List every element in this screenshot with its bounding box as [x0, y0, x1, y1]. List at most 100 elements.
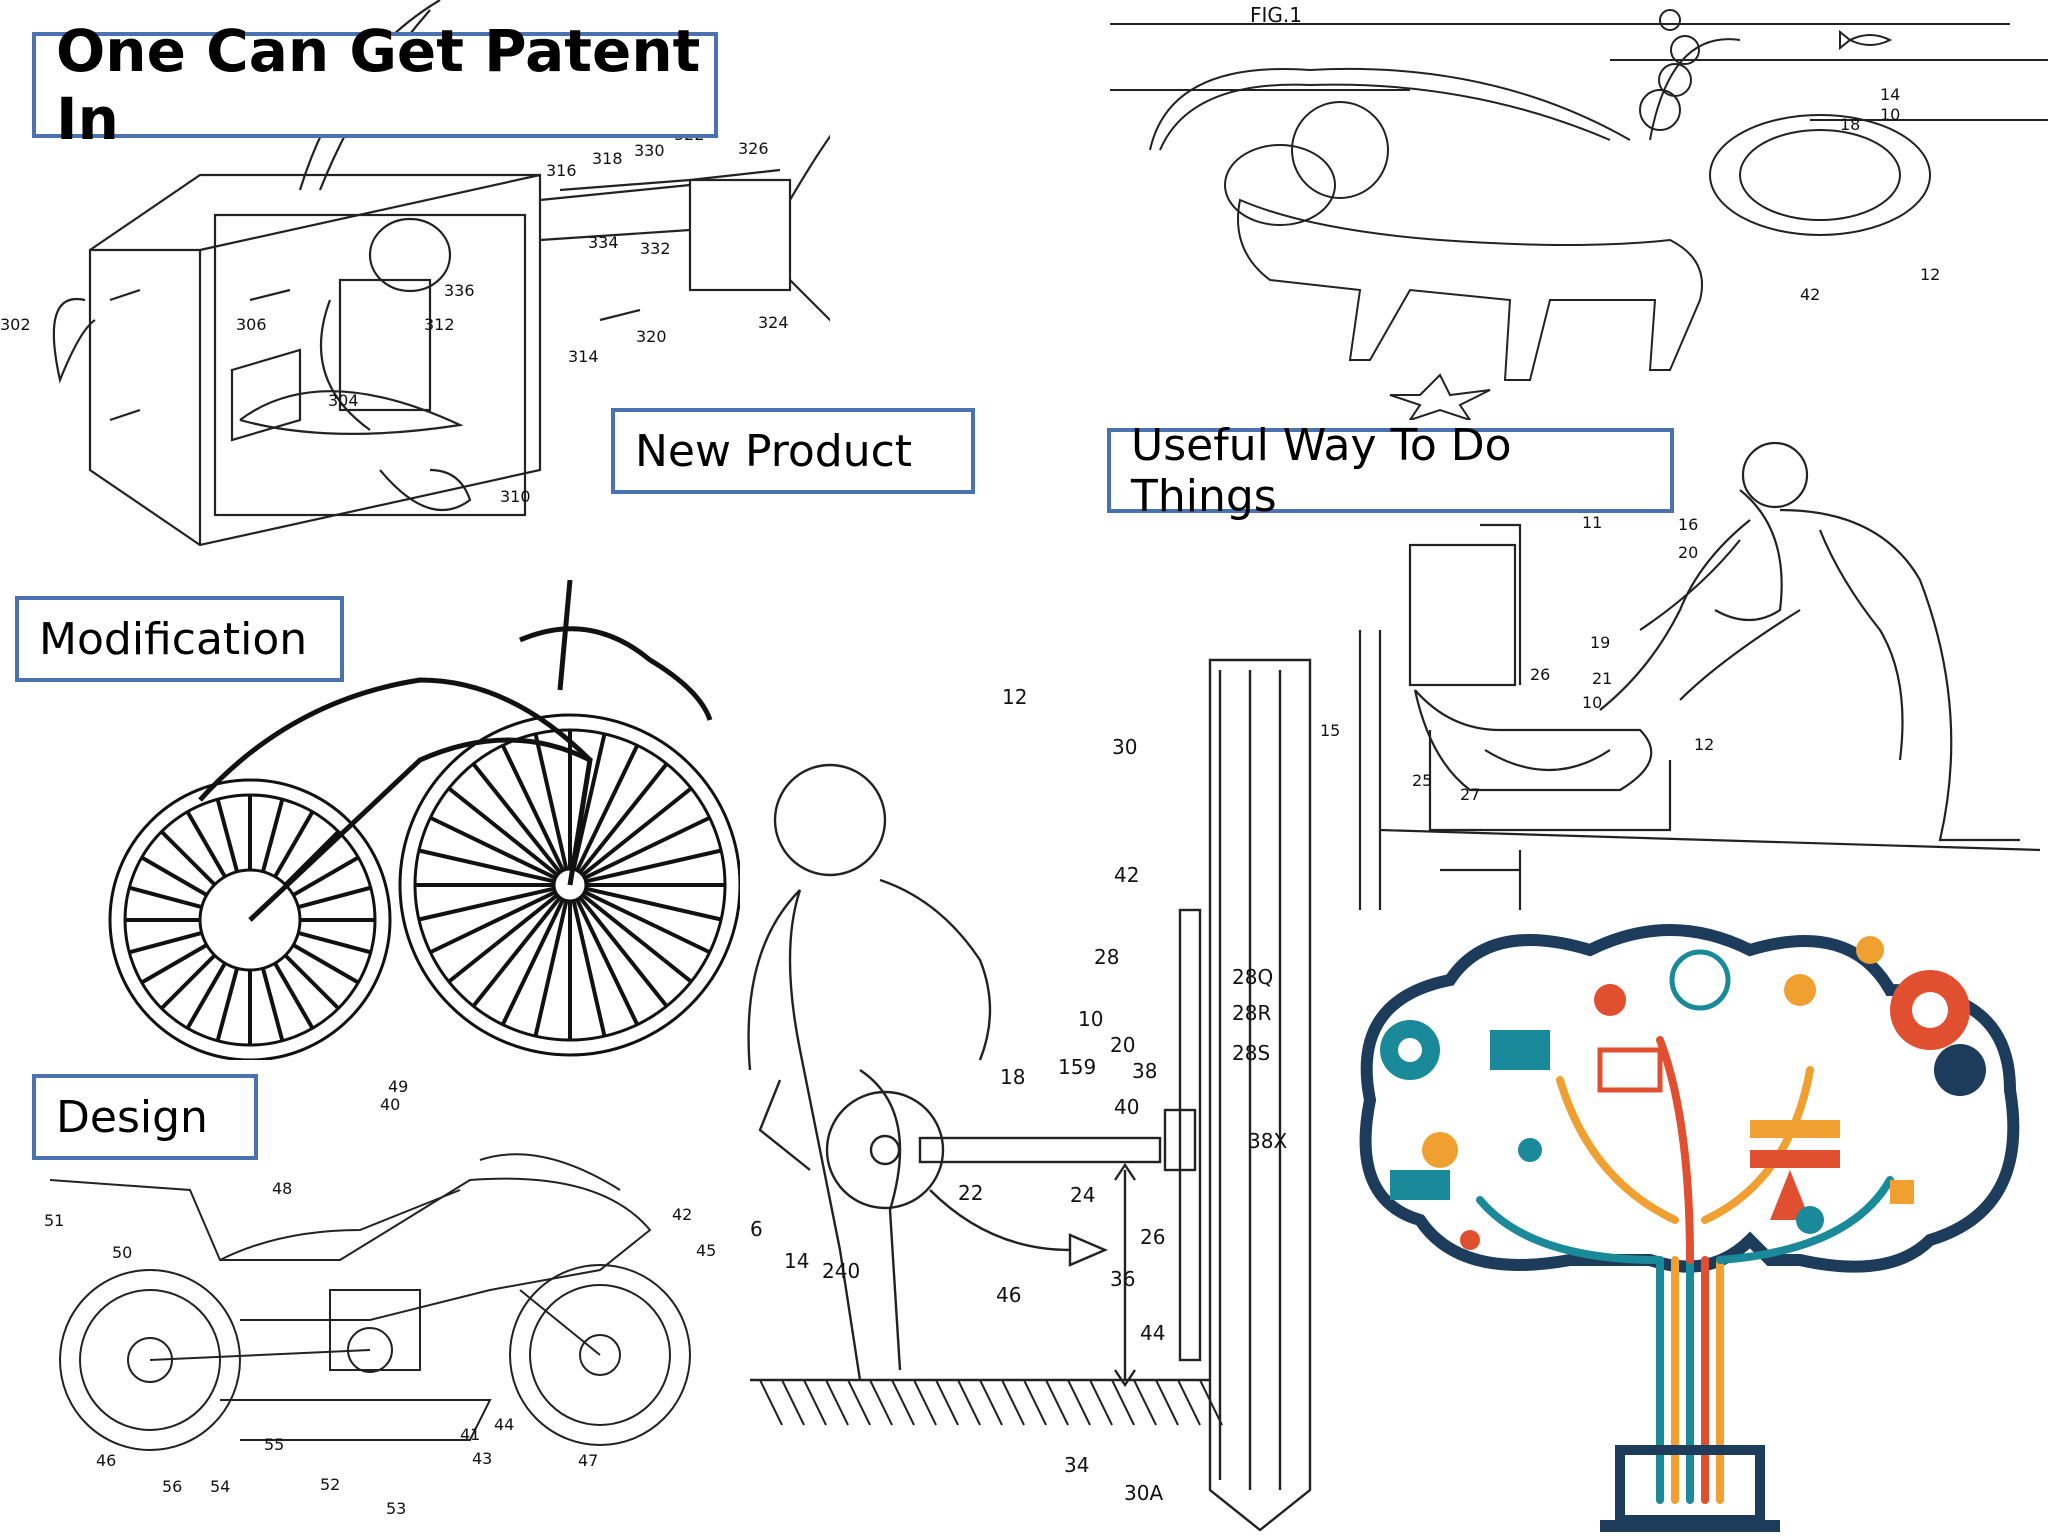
kick-callout-28r: 28R: [1232, 1001, 1271, 1025]
callout-304: 304: [328, 391, 359, 410]
callout-336: 336: [444, 281, 475, 300]
kick-callout-24: 24: [1070, 1183, 1095, 1207]
kick-callout-22: 22: [958, 1181, 983, 1205]
dog-callout-42: 42: [1800, 285, 1820, 304]
bicycle-spoke: [142, 945, 207, 983]
bicycle-spoke: [263, 968, 282, 1040]
ground-hatch: [1134, 1380, 1156, 1425]
label-useful-way: Useful Way To Do Things: [1107, 428, 1674, 513]
toilet-callout-16: 16: [1678, 515, 1698, 534]
kick-callout-6: 6: [750, 1217, 763, 1241]
bicycle-spoke: [218, 968, 237, 1040]
ground-hatch: [804, 1380, 826, 1425]
bicycle-spoke: [218, 799, 237, 871]
bicycle-spoke: [285, 955, 338, 1008]
ground-hatch: [914, 1380, 936, 1425]
dog-callout-18: 18: [1840, 115, 1860, 134]
callout-334: 334: [588, 233, 619, 252]
ground-hatch: [892, 1380, 914, 1425]
page-title: One Can Get Patent In: [32, 32, 718, 138]
ground-hatch: [1178, 1380, 1200, 1425]
moto-callout-47: 47: [578, 1451, 598, 1470]
dog-callout-10: 10: [1880, 105, 1900, 124]
bicycle-spoke: [298, 888, 370, 907]
callout-332: 332: [640, 239, 671, 258]
idea-tree-infographic: [1330, 920, 2048, 1536]
moto-callout-55: 55: [264, 1435, 284, 1454]
kick-callout-44: 44: [1140, 1321, 1165, 1345]
bicycle-spoke: [293, 858, 358, 896]
ground-hatch: [1046, 1380, 1068, 1425]
callout-324: 324: [758, 313, 789, 332]
bicycle-spoke: [162, 955, 215, 1008]
callout-306: 306: [236, 315, 267, 334]
kick-callout-26: 26: [1140, 1225, 1165, 1249]
toilet-callout-26: 26: [1530, 665, 1550, 684]
kick-callout-159: 159: [1058, 1055, 1096, 1079]
callout-316: 316: [546, 161, 577, 180]
label-new-product: New Product: [611, 408, 975, 494]
kick-callout-42: 42: [1114, 863, 1139, 887]
toilet-callout-27: 27: [1460, 785, 1480, 804]
kick-callout-10: 10: [1078, 1007, 1103, 1031]
callout-314: 314: [568, 347, 599, 366]
moto-callout-56: 56: [162, 1477, 182, 1496]
toilet-callout-10: 10: [1582, 693, 1602, 712]
bicycle-spoke: [263, 799, 282, 871]
kick-callout-14: 14: [784, 1249, 809, 1273]
ground-hatch: [826, 1380, 848, 1425]
ground-hatch: [1156, 1380, 1178, 1425]
ground-hatch: [1090, 1380, 1112, 1425]
kick-callout-30: 30: [1112, 735, 1137, 759]
moto-callout-44: 44: [494, 1415, 514, 1434]
kick-callout-20: 20: [1110, 1033, 1135, 1057]
moto-callout-52: 52: [320, 1475, 340, 1494]
ground-hatch: [1112, 1380, 1134, 1425]
moto-callout-40: 40: [380, 1095, 400, 1114]
moto-callout-53: 53: [386, 1499, 406, 1518]
kick-callout-36: 36: [1110, 1267, 1135, 1291]
toilet-callout-19: 19: [1590, 633, 1610, 652]
bicycle-spoke: [275, 963, 313, 1028]
dog-callout-12: 12: [1920, 265, 1940, 284]
ground-hatch: [782, 1380, 804, 1425]
kick-callout-12: 12: [1002, 685, 1027, 709]
soccer-kick-drawing: 6 10 12 14 18 20 22 24 26 28 28Q 28R 28S…: [740, 650, 1340, 1536]
ground-hatch: [760, 1380, 782, 1425]
toilet-callout-25: 25: [1412, 771, 1432, 790]
ground-hatch: [1024, 1380, 1046, 1425]
bicycle-spoke: [298, 933, 370, 952]
toilet-callout-12: 12: [1694, 735, 1714, 754]
label-design: Design: [32, 1074, 258, 1160]
bicycle-spoke: [129, 888, 201, 907]
kick-callout-46: 46: [996, 1283, 1021, 1307]
ground-hatch: [1002, 1380, 1024, 1425]
moto-callout-41: 41: [460, 1425, 480, 1444]
bicycle-spoke: [293, 945, 358, 983]
moto-callout-50: 50: [112, 1243, 132, 1262]
bicycle-spoke: [188, 812, 226, 877]
moto-callout-42: 42: [672, 1205, 692, 1224]
label-modification: Modification: [15, 596, 344, 682]
moto-callout-49: 49: [388, 1080, 408, 1096]
kick-callout-240: 240: [822, 1259, 860, 1283]
ground-hatch: [936, 1380, 958, 1425]
ground-hatch: [958, 1380, 980, 1425]
moto-callout-46: 46: [96, 1451, 116, 1470]
bicycle-spoke: [188, 963, 226, 1028]
moto-callout-48: 48: [272, 1179, 292, 1198]
diving-dog-drawing: FIG.1 10 12 14 18 42: [1110, 0, 2048, 420]
ground-hatch: [848, 1380, 870, 1425]
moto-callout-43: 43: [472, 1449, 492, 1468]
kick-callout-28q: 28Q: [1232, 965, 1273, 989]
ground-hatch: [1068, 1380, 1090, 1425]
callout-320: 320: [636, 327, 667, 346]
ground-hatch: [870, 1380, 892, 1425]
kick-callout-28s: 28S: [1232, 1041, 1270, 1065]
kick-callout-38: 38: [1132, 1059, 1157, 1083]
kick-callout-28: 28: [1094, 945, 1119, 969]
fig-label: FIG.1: [1250, 3, 1302, 27]
kick-callout-18: 18: [1000, 1065, 1025, 1089]
callout-326: 326: [738, 139, 769, 158]
bicycle-spoke: [129, 933, 201, 952]
